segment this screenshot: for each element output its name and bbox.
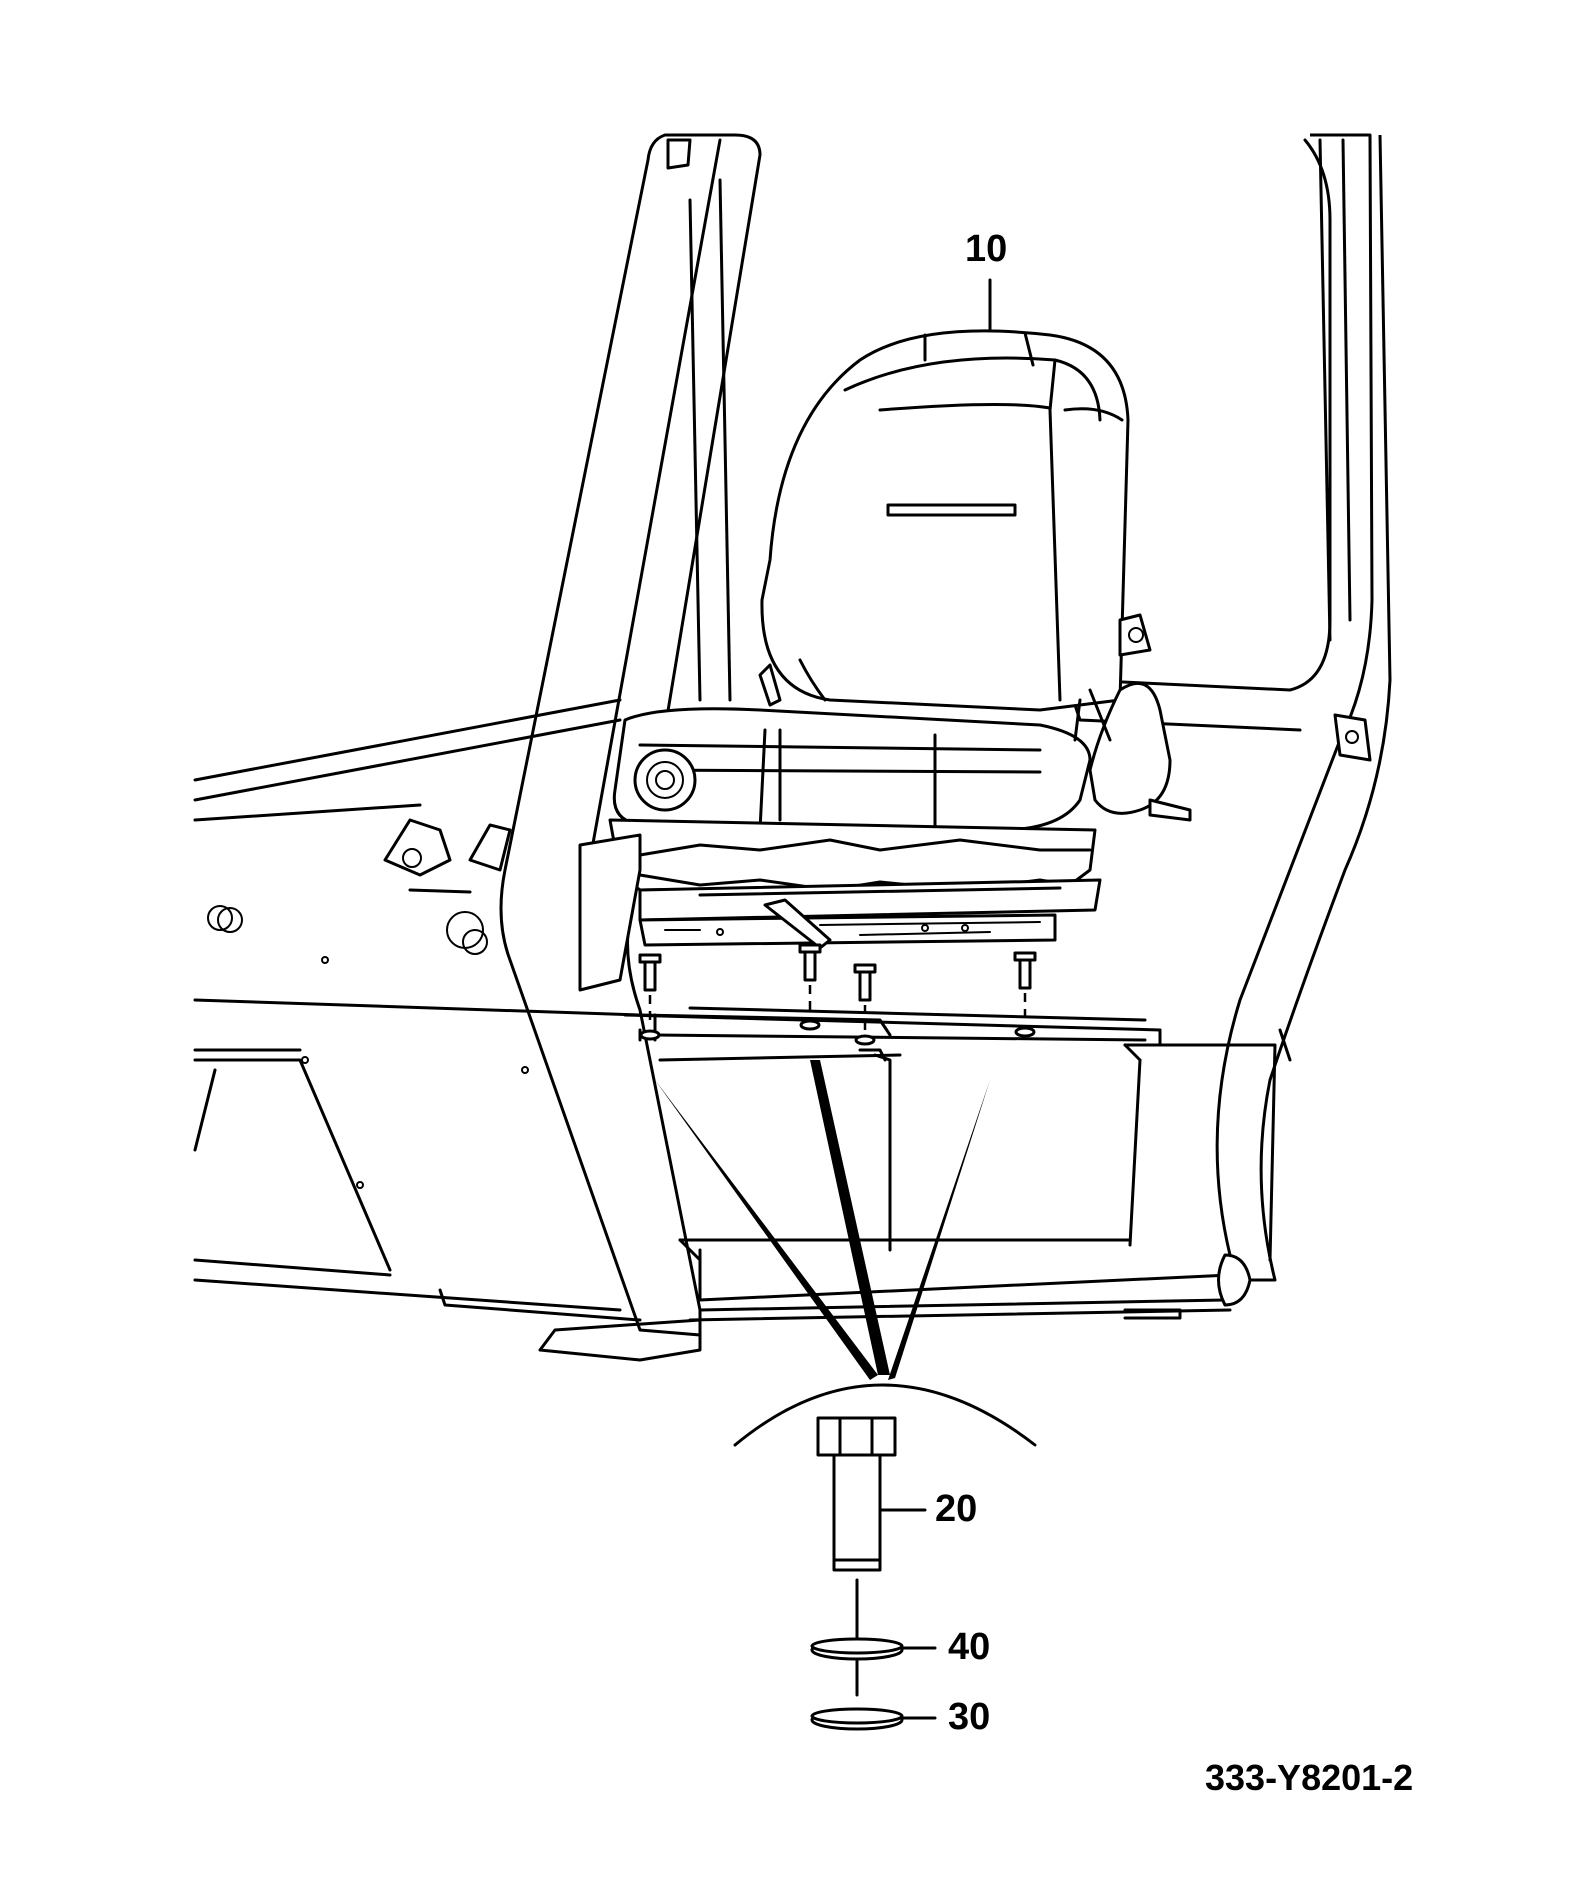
washer-lower-detail bbox=[810, 1707, 937, 1731]
right-cab-pillar bbox=[1215, 133, 1392, 1282]
callout-washer-lower: 30 bbox=[948, 1696, 991, 1738]
cab-floor bbox=[193, 698, 1292, 1322]
detail-magnifier-arc bbox=[733, 1383, 1037, 1447]
seat-mount-plate bbox=[638, 1006, 1147, 1062]
zoom-leader-lines bbox=[655, 1060, 990, 1380]
callout-washer-upper: 40 bbox=[948, 1626, 991, 1668]
callout-seat: 10 bbox=[965, 228, 1008, 270]
seat-bolts-small bbox=[638, 943, 1037, 1046]
washer-upper-detail bbox=[810, 1637, 937, 1661]
left-mount-brackets bbox=[207, 818, 512, 955]
drawing-number: 333-Y8201-2 bbox=[1205, 1757, 1414, 1798]
bolt-detail bbox=[816, 1416, 927, 1697]
callout-bolt: 20 bbox=[935, 1488, 978, 1530]
left-side-body bbox=[193, 956, 642, 1322]
operator-seat bbox=[578, 329, 1192, 992]
